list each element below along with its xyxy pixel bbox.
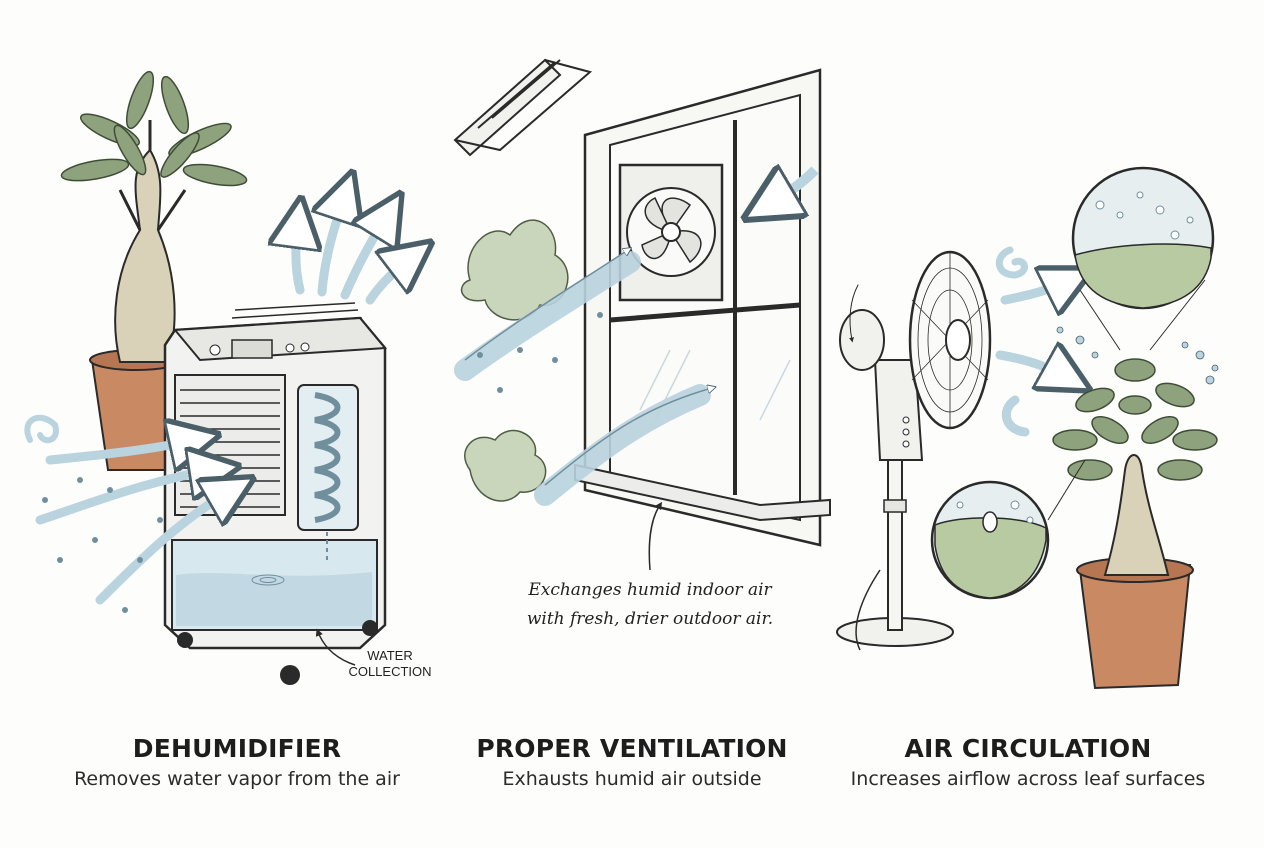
airflow-arrow-icon: [454, 251, 711, 506]
circulation-subtitle: Increases airflow across leaf surfaces: [850, 768, 1206, 790]
circulation-panel: [836, 166, 1219, 690]
magnifier-circle-icon: [930, 166, 1215, 600]
note-line: with fresh, drier outdoor air.: [526, 609, 774, 629]
ventilation-panel: [453, 58, 831, 571]
dehumidifier-subtitle: Removes water vapor from the air: [74, 768, 400, 790]
dehumidifier-panel: [24, 70, 412, 685]
airflow-arrow-icon: [849, 246, 1070, 437]
water-collection-callout: WATER COLLECTION: [340, 648, 440, 680]
ventilation-title: PROPER VENTILATION: [476, 734, 788, 763]
potted-plant-icon: [1052, 358, 1218, 690]
circulation-title: AIR CIRCULATION: [904, 734, 1152, 763]
note-line: Exchanges humid indoor air: [528, 580, 772, 600]
callout-line: WATER: [367, 648, 413, 663]
ventilation-note: Exchanges humid indoor air with fresh, d…: [500, 576, 800, 634]
ventilation-subtitle: Exhausts humid air outside: [502, 768, 762, 790]
callout-line: COLLECTION: [348, 664, 432, 679]
dehumidifier-title: DEHUMIDIFIER: [132, 734, 342, 763]
airflow-arrow-icon: [24, 195, 412, 605]
stand-fan-icon: [836, 250, 992, 651]
dehumidifier-icon: [163, 302, 388, 685]
potted-plant-icon: [60, 70, 248, 471]
water-droplets: [42, 477, 163, 613]
exhaust-fan-icon: [618, 163, 724, 302]
